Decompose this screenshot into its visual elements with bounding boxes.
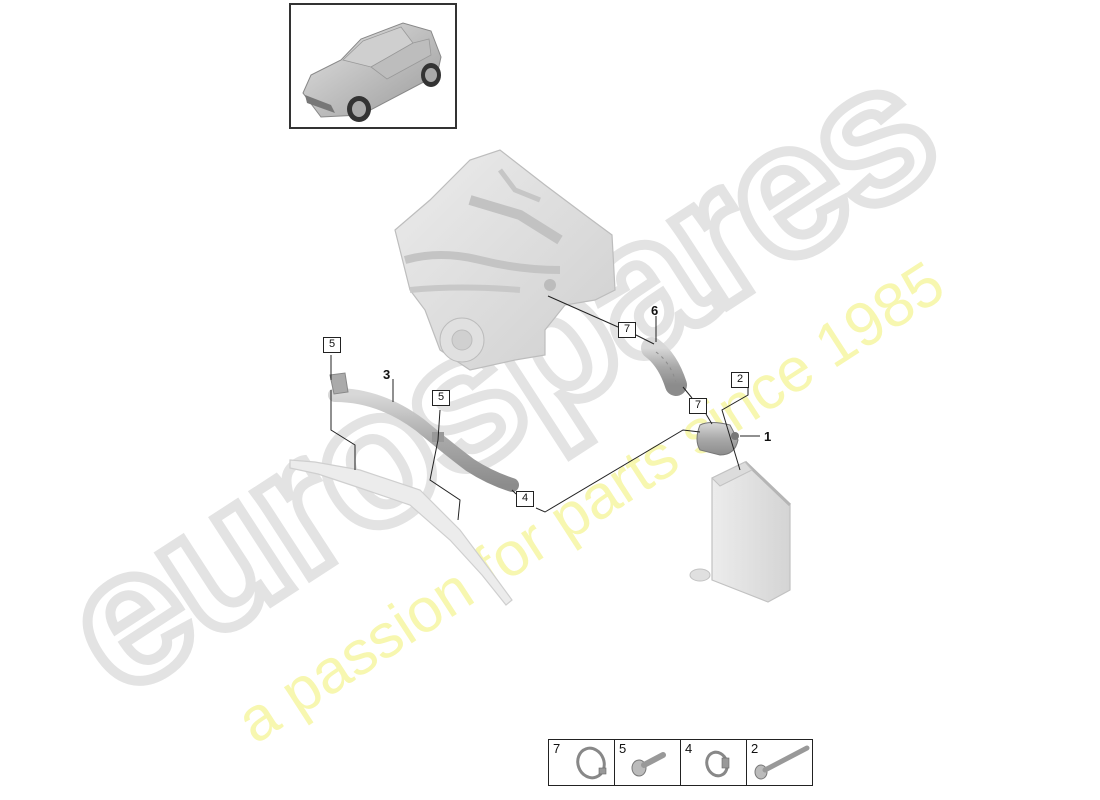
hose-6: [641, 337, 687, 396]
engine-assembly: [394, 149, 616, 371]
callout-1[interactable]: 1: [764, 429, 772, 444]
bracket-part: [289, 459, 513, 606]
callout-3[interactable]: 3: [383, 367, 391, 382]
hose-clamp-large-icon: [576, 746, 607, 780]
callout-5a[interactable]: 5: [323, 337, 341, 353]
legend-item-4[interactable]: 4: [681, 740, 747, 785]
callout-2[interactable]: 2: [731, 372, 749, 388]
leader-lines: [330, 295, 760, 521]
intercooler: [689, 460, 792, 603]
legend-item-7[interactable]: 7: [549, 740, 615, 785]
callout-6[interactable]: 6: [651, 303, 659, 318]
hose-clamp-small-icon: [705, 750, 730, 778]
callout-5b[interactable]: 5: [432, 390, 450, 406]
legend-number: 2: [751, 741, 759, 756]
bolt-long-icon: [754, 745, 810, 780]
legend-item-2[interactable]: 2: [747, 740, 812, 785]
charge-air-pipe-3: [328, 372, 519, 492]
callout-7b[interactable]: 7: [689, 398, 707, 414]
legend-number: 7: [553, 741, 561, 756]
elbow-part-1: [696, 422, 739, 456]
bolt-short-icon: [631, 752, 666, 777]
callout-4[interactable]: 4: [516, 491, 534, 507]
vehicle-thumbnail: [289, 3, 457, 129]
legend-number: 4: [685, 741, 693, 756]
callout-7a[interactable]: 7: [618, 322, 636, 338]
legend-number: 5: [619, 741, 627, 756]
parts-legend: 7 5 4 2: [548, 739, 813, 786]
legend-item-5[interactable]: 5: [615, 740, 681, 785]
suv-car-icon: [302, 22, 442, 122]
